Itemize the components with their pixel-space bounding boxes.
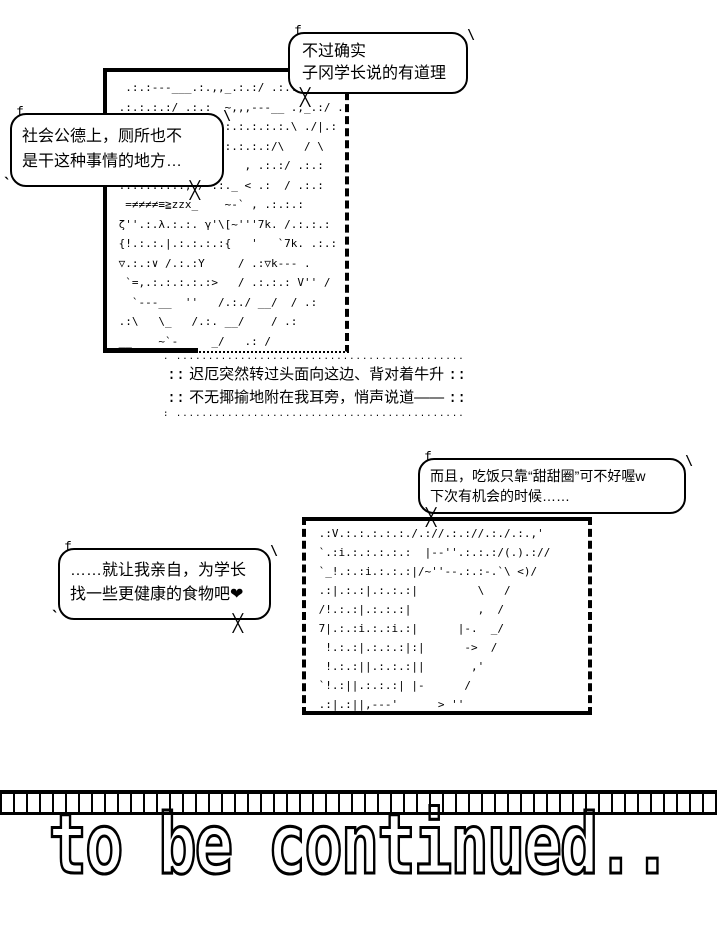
bubble-text-line: 是干这种事情的地方… bbox=[22, 153, 183, 170]
aa-panel-frame-bottom bbox=[302, 517, 592, 715]
bubble-text-line: 不过确实 bbox=[302, 43, 367, 60]
aa-panel-bottom-segment bbox=[103, 348, 198, 353]
bubble-ornament: \ bbox=[270, 544, 278, 559]
bubble-text-line: ……就让我亲自，为学长 bbox=[70, 562, 247, 579]
narration-text: 不无揶揄地附在我耳旁，悄声说道—— bbox=[189, 389, 445, 406]
to-be-continued-banner: to be continued.. bbox=[47, 796, 672, 895]
aa-panel-frame-top bbox=[103, 68, 349, 353]
bubble-text-line: 而且，吃饭只靠“甜甜圈”可不好喔w bbox=[430, 468, 646, 484]
banner-crenellation-border bbox=[0, 790, 717, 815]
bubble-ornament: \ bbox=[223, 109, 231, 124]
speech-bubble-lower-left: f \ ` ……就让我亲自，为学长 找一些更健康的食物吧❤ ╳ bbox=[51, 540, 278, 634]
bubble-ornament: \ bbox=[467, 28, 475, 43]
narration-mark: :: bbox=[167, 388, 186, 406]
bubble-tail-icon: ╳ bbox=[426, 508, 437, 528]
bubble-ornament: ` bbox=[51, 608, 61, 626]
narration-dotted-border: : ......................................… bbox=[163, 409, 464, 419]
narration-mark: :: bbox=[448, 388, 464, 406]
bubble-corner-mark: f bbox=[64, 540, 72, 555]
bubble-text-line: 社会公德上，厕所也不 bbox=[22, 128, 183, 145]
ascii-art-whispering-character: .:V.:.:.:.:.:./.://.:.://.:./.:.,' `.:i.… bbox=[318, 527, 551, 711]
narration-text: 迟厄突然转过头面向这边、背对着牛升 bbox=[189, 366, 445, 383]
narration-mark: :: bbox=[167, 365, 186, 383]
bubble-tail-icon: ╳ bbox=[189, 181, 200, 201]
speech-bubble-right: f \ 而且，吃饭只靠“甜甜圈”可不好喔w 下次有机会的时候…… ╳ bbox=[418, 450, 693, 528]
bubble-ornament: ` bbox=[3, 175, 13, 193]
bubble-tail-icon: ╳ bbox=[232, 614, 243, 634]
bubble-text-line: 找一些更健康的食物吧❤ bbox=[70, 586, 244, 603]
narration-mark: :: bbox=[448, 365, 464, 383]
narration-box: . ......................................… bbox=[163, 352, 464, 424]
speech-bubble-top: f \ 不过确实 子冈学长说的有道理 ╳ bbox=[288, 24, 475, 108]
bubble-tail-icon: ╳ bbox=[300, 88, 311, 108]
speech-bubble-upper-left: f \ ` 社会公德上，厕所也不 是干这种事情的地方… ╳ bbox=[3, 105, 231, 201]
narration-dotted-border: . ......................................… bbox=[163, 352, 464, 362]
bubble-corner-mark: f bbox=[16, 105, 24, 120]
bubble-text-line: 下次有机会的时候…… bbox=[430, 488, 570, 504]
bubble-corner-mark: f bbox=[294, 24, 302, 39]
bubble-corner-mark: f bbox=[424, 450, 432, 465]
narration-line: ::不无揶揄地附在我耳旁，悄声说道——:: bbox=[163, 386, 464, 409]
bubble-text-line: 子冈学长说的有道理 bbox=[302, 65, 447, 82]
narration-line: ::迟厄突然转过头面向这边、背对着牛升:: bbox=[163, 363, 464, 386]
bubble-ornament: \ bbox=[685, 454, 693, 469]
